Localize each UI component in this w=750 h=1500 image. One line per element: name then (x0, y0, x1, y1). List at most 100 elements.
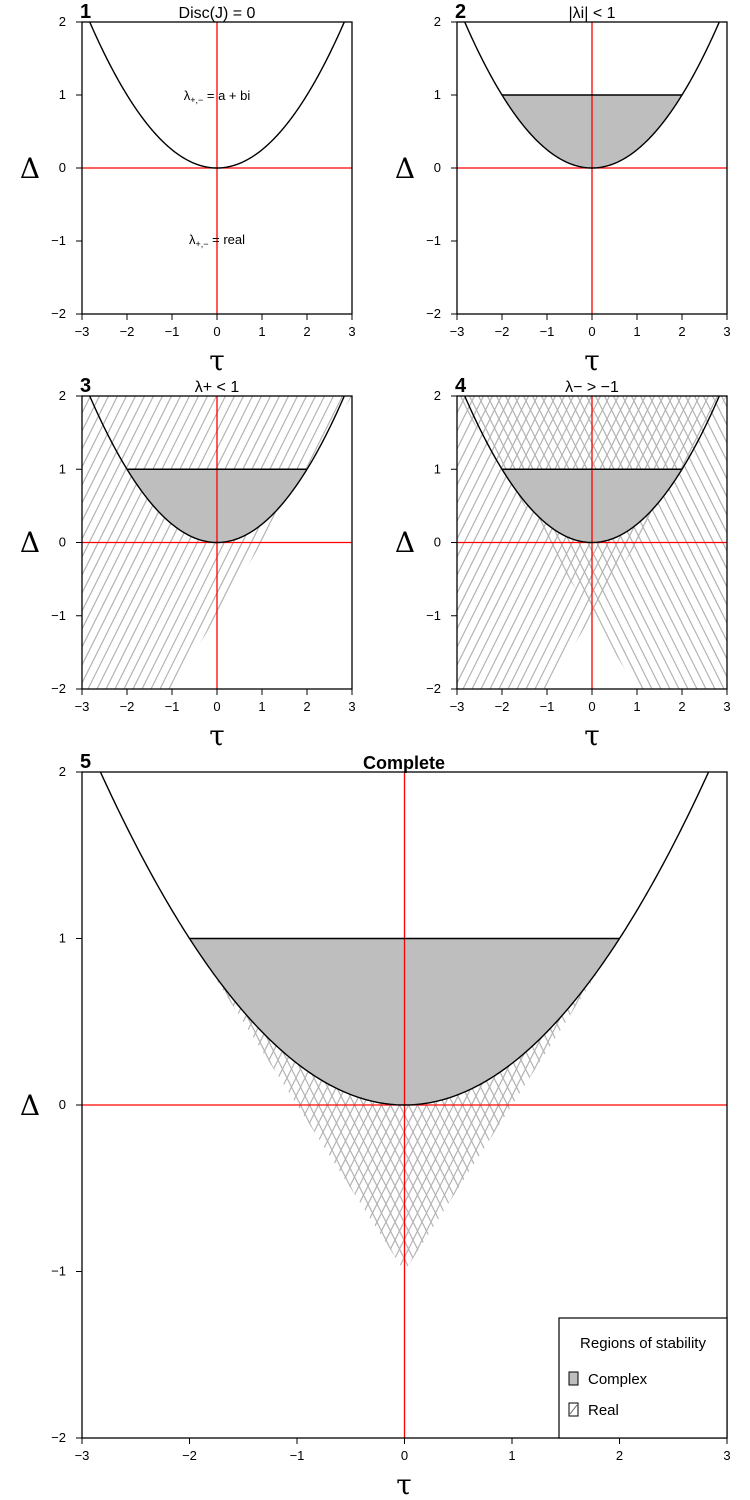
y-tick-label: 0 (434, 160, 441, 175)
plot-area-2 (457, 22, 727, 314)
x-tick-label: −3 (75, 324, 90, 339)
panel-5: −3 −2 −1 0 1 2 3 −2 −1 0 1 2 5 Complete τ Δ Region… (20, 751, 731, 1500)
x-tick-label: 0 (588, 324, 595, 339)
x-tick-label: 3 (723, 699, 730, 714)
y-tick-label: 1 (434, 87, 441, 102)
x-tick-label: −2 (495, 699, 510, 714)
x-axis-title-3: τ (209, 719, 225, 752)
x-tick-label: 3 (723, 324, 730, 339)
x-tick-label: 3 (348, 699, 355, 714)
x-tick-label: 0 (213, 699, 220, 714)
x-tick-label: 2 (678, 324, 685, 339)
legend-label-complex: Complex (588, 1371, 648, 1388)
x-tick-label: 2 (303, 699, 310, 714)
y-tick-label: 0 (59, 535, 66, 550)
annot-rest-2: = real (209, 232, 246, 247)
x-tick-label: 2 (303, 324, 310, 339)
x-tick-label: 2 (678, 699, 685, 714)
parabola-1 (88, 22, 346, 169)
x-tick-label: 2 (616, 1448, 623, 1463)
legend-swatch-real (568, 1402, 579, 1417)
x-axis-title-4: τ (584, 719, 600, 752)
annot-base-1: λ (184, 88, 191, 103)
y-tick-label: 2 (59, 14, 66, 29)
x-tick-label: −3 (450, 324, 465, 339)
x-tick-label: 0 (213, 324, 220, 339)
y-tick-label: −1 (51, 1264, 66, 1279)
y-tick-label: −2 (426, 681, 441, 696)
panel-title-2: |λi| < 1 (569, 5, 616, 22)
y-tick-label: 0 (59, 1097, 66, 1112)
y-tick-label: 0 (434, 535, 441, 550)
panel-2: −3 −2 −1 0 1 2 3 −2 −1 0 1 2 2 |λi| < 1 τ Δ (395, 1, 731, 377)
legend-label-real: Real (588, 1402, 619, 1419)
real-annotation: λ+,− = real (189, 232, 245, 249)
panel-title-4: λ− > −1 (565, 379, 619, 396)
y-axis-title-1: Δ (20, 152, 40, 185)
annot-sub-1: +,− (190, 95, 203, 105)
legend-box (558, 1317, 728, 1439)
complex-annotation: λ+,− = a + bi (184, 88, 251, 105)
panel-number-4: 4 (455, 375, 467, 397)
y-tick-label: 2 (59, 388, 66, 403)
y-axis-title-3: Δ (20, 526, 40, 559)
y-tick-label: −2 (426, 306, 441, 321)
panel-title-1: Disc(J) = 0 (179, 5, 256, 22)
y-axis-title-2: Δ (395, 152, 415, 185)
x-tick-label: −1 (540, 699, 555, 714)
x-tick-label: 0 (588, 699, 595, 714)
legend: Regions of stability Complex Real (558, 1317, 728, 1439)
y-tick-label: 2 (434, 388, 441, 403)
panel-title-5: Complete (363, 753, 445, 773)
panel-number-2: 2 (455, 1, 466, 23)
x-tick-label: 3 (723, 1448, 730, 1463)
x-tick-label: 0 (401, 1448, 408, 1463)
y-tick-label: −1 (426, 233, 441, 248)
annot-sub-2: +,− (195, 239, 208, 249)
x-tick-label: 1 (508, 1448, 515, 1463)
annot-rest-1: = a + bi (203, 88, 250, 103)
y-tick-label: −2 (51, 681, 66, 696)
x-tick-label: −1 (290, 1448, 305, 1463)
panel-number-3: 3 (80, 375, 91, 397)
panel-number-1: 1 (80, 1, 91, 23)
x-tick-label: −3 (75, 699, 90, 714)
x-axis-title-2: τ (584, 344, 600, 377)
x-tick-label: 1 (258, 324, 265, 339)
y-tick-label: −1 (51, 233, 66, 248)
x-tick-label: −2 (120, 324, 135, 339)
panel-title-3: λ+ < 1 (195, 379, 240, 396)
x-tick-label: −2 (182, 1448, 197, 1463)
panel-number-5: 5 (80, 751, 91, 773)
y-axis-title-4: Δ (395, 526, 415, 559)
x-axis-title-5: τ (396, 1468, 412, 1500)
y-tick-label: 1 (59, 87, 66, 102)
x-axis-title-1: τ (209, 344, 225, 377)
plot-area-1 (82, 22, 352, 314)
y-axis-title-5: Δ (20, 1089, 40, 1122)
annot-base-2: λ (189, 232, 196, 247)
y-tick-label: 1 (59, 931, 66, 946)
legend-swatch-complex (568, 1371, 579, 1386)
x-tick-label: −2 (495, 324, 510, 339)
y-tick-label: −1 (51, 608, 66, 623)
x-tick-label: −3 (75, 1448, 90, 1463)
x-tick-label: −1 (540, 324, 555, 339)
y-tick-label: −2 (51, 306, 66, 321)
x-tick-labels-5: −3 −2 −1 0 1 2 3 (75, 1438, 731, 1463)
legend-title: Regions of stability (580, 1335, 706, 1352)
x-tick-labels-2: −3 −2 −1 0 1 2 3 (450, 314, 731, 339)
x-tick-label: 1 (633, 324, 640, 339)
x-tick-label: −2 (120, 699, 135, 714)
x-tick-label: −1 (165, 324, 180, 339)
